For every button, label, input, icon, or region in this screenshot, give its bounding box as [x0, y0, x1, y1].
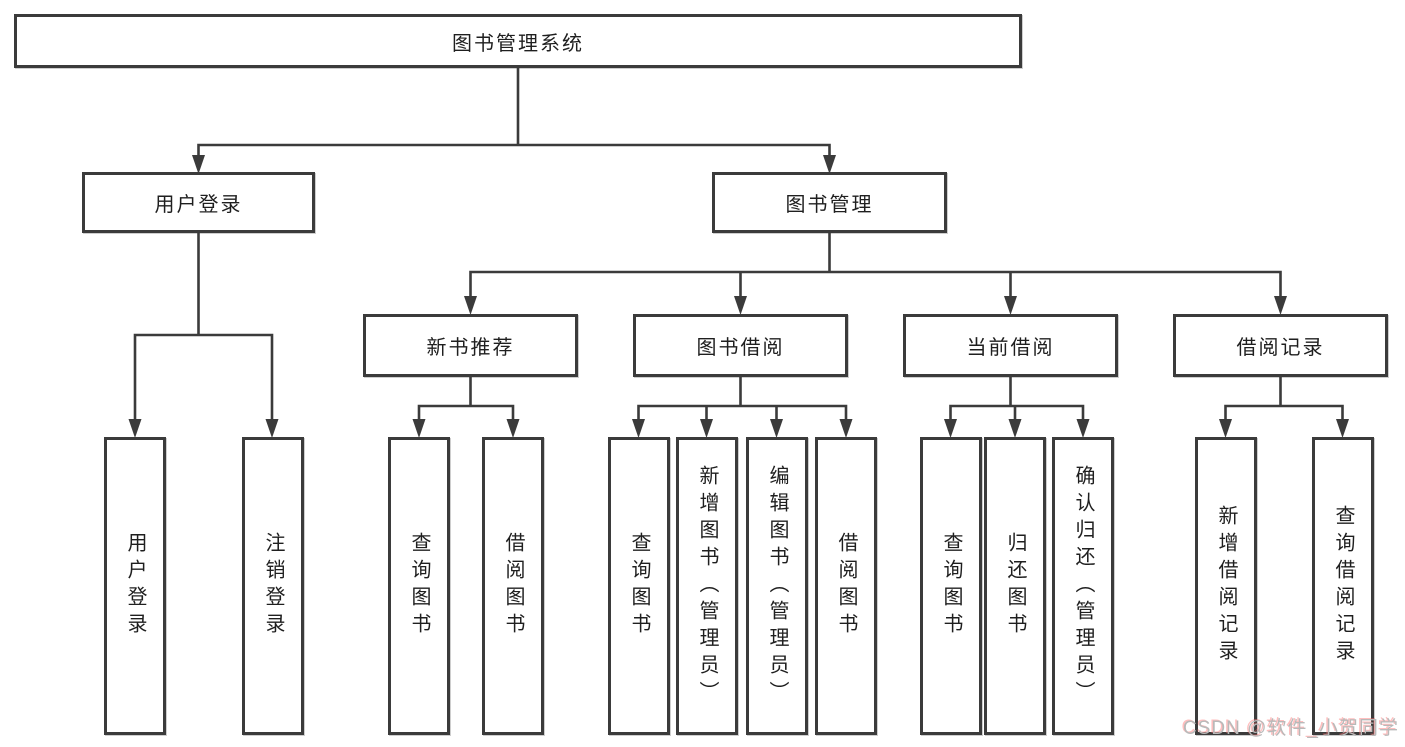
node-book-management: 图书管理	[712, 172, 947, 233]
leaf-label: 查询图书	[940, 532, 962, 640]
leaf-return-books: 归还图书	[984, 437, 1046, 735]
leaf-current-query-books: 查询图书	[920, 437, 982, 735]
node-user-login: 用户登录	[82, 172, 315, 233]
leaf-label: 归还图书	[1004, 532, 1026, 640]
leaf-add-books-admin: 新增图书（管理员）	[676, 437, 738, 735]
leaf-label: 用户登录	[124, 532, 146, 640]
leaf-borrow-books: 借阅图书	[815, 437, 877, 735]
leaf-label: 确认归还（管理员）	[1072, 464, 1094, 708]
node-label: 当前借阅	[966, 337, 1055, 359]
node-label: 新书推荐	[426, 337, 515, 359]
leaf-label: 查询图书	[628, 532, 650, 640]
leaf-logout: 注销登录	[242, 437, 304, 735]
node-current-borrow: 当前借阅	[903, 314, 1118, 377]
node-label: 图书管理系统	[452, 32, 584, 55]
leaf-edit-books-admin: 编辑图书（管理员）	[746, 437, 808, 735]
leaf-label: 新增借阅记录	[1215, 505, 1237, 667]
leaf-add-borrow-record: 新增借阅记录	[1195, 437, 1257, 735]
node-label: 借阅记录	[1236, 337, 1325, 359]
leaf-recommend-query-books: 查询图书	[388, 437, 450, 735]
leaf-recommend-borrow-books: 借阅图书	[482, 437, 544, 735]
leaf-label: 查询图书	[408, 532, 430, 640]
leaf-user-login: 用户登录	[104, 437, 166, 735]
leaf-confirm-return-admin: 确认归还（管理员）	[1052, 437, 1114, 735]
node-new-book-recommend: 新书推荐	[363, 314, 578, 377]
leaf-label: 编辑图书（管理员）	[766, 464, 788, 708]
leaf-label: 借阅图书	[502, 532, 524, 640]
leaf-label: 查询借阅记录	[1332, 505, 1354, 667]
leaf-label: 注销登录	[262, 532, 284, 640]
node-label: 图书管理	[785, 194, 874, 216]
leaf-label: 借阅图书	[835, 532, 857, 640]
node-book-borrow: 图书借阅	[633, 314, 848, 377]
leaf-label: 新增图书（管理员）	[696, 464, 718, 708]
leaf-borrow-query-books: 查询图书	[608, 437, 670, 735]
node-label: 图书借阅	[696, 337, 785, 359]
node-label: 用户登录	[154, 194, 243, 216]
leaf-query-borrow-record: 查询借阅记录	[1312, 437, 1374, 735]
node-library-management-system: 图书管理系统	[14, 14, 1022, 68]
node-borrow-records: 借阅记录	[1173, 314, 1388, 377]
